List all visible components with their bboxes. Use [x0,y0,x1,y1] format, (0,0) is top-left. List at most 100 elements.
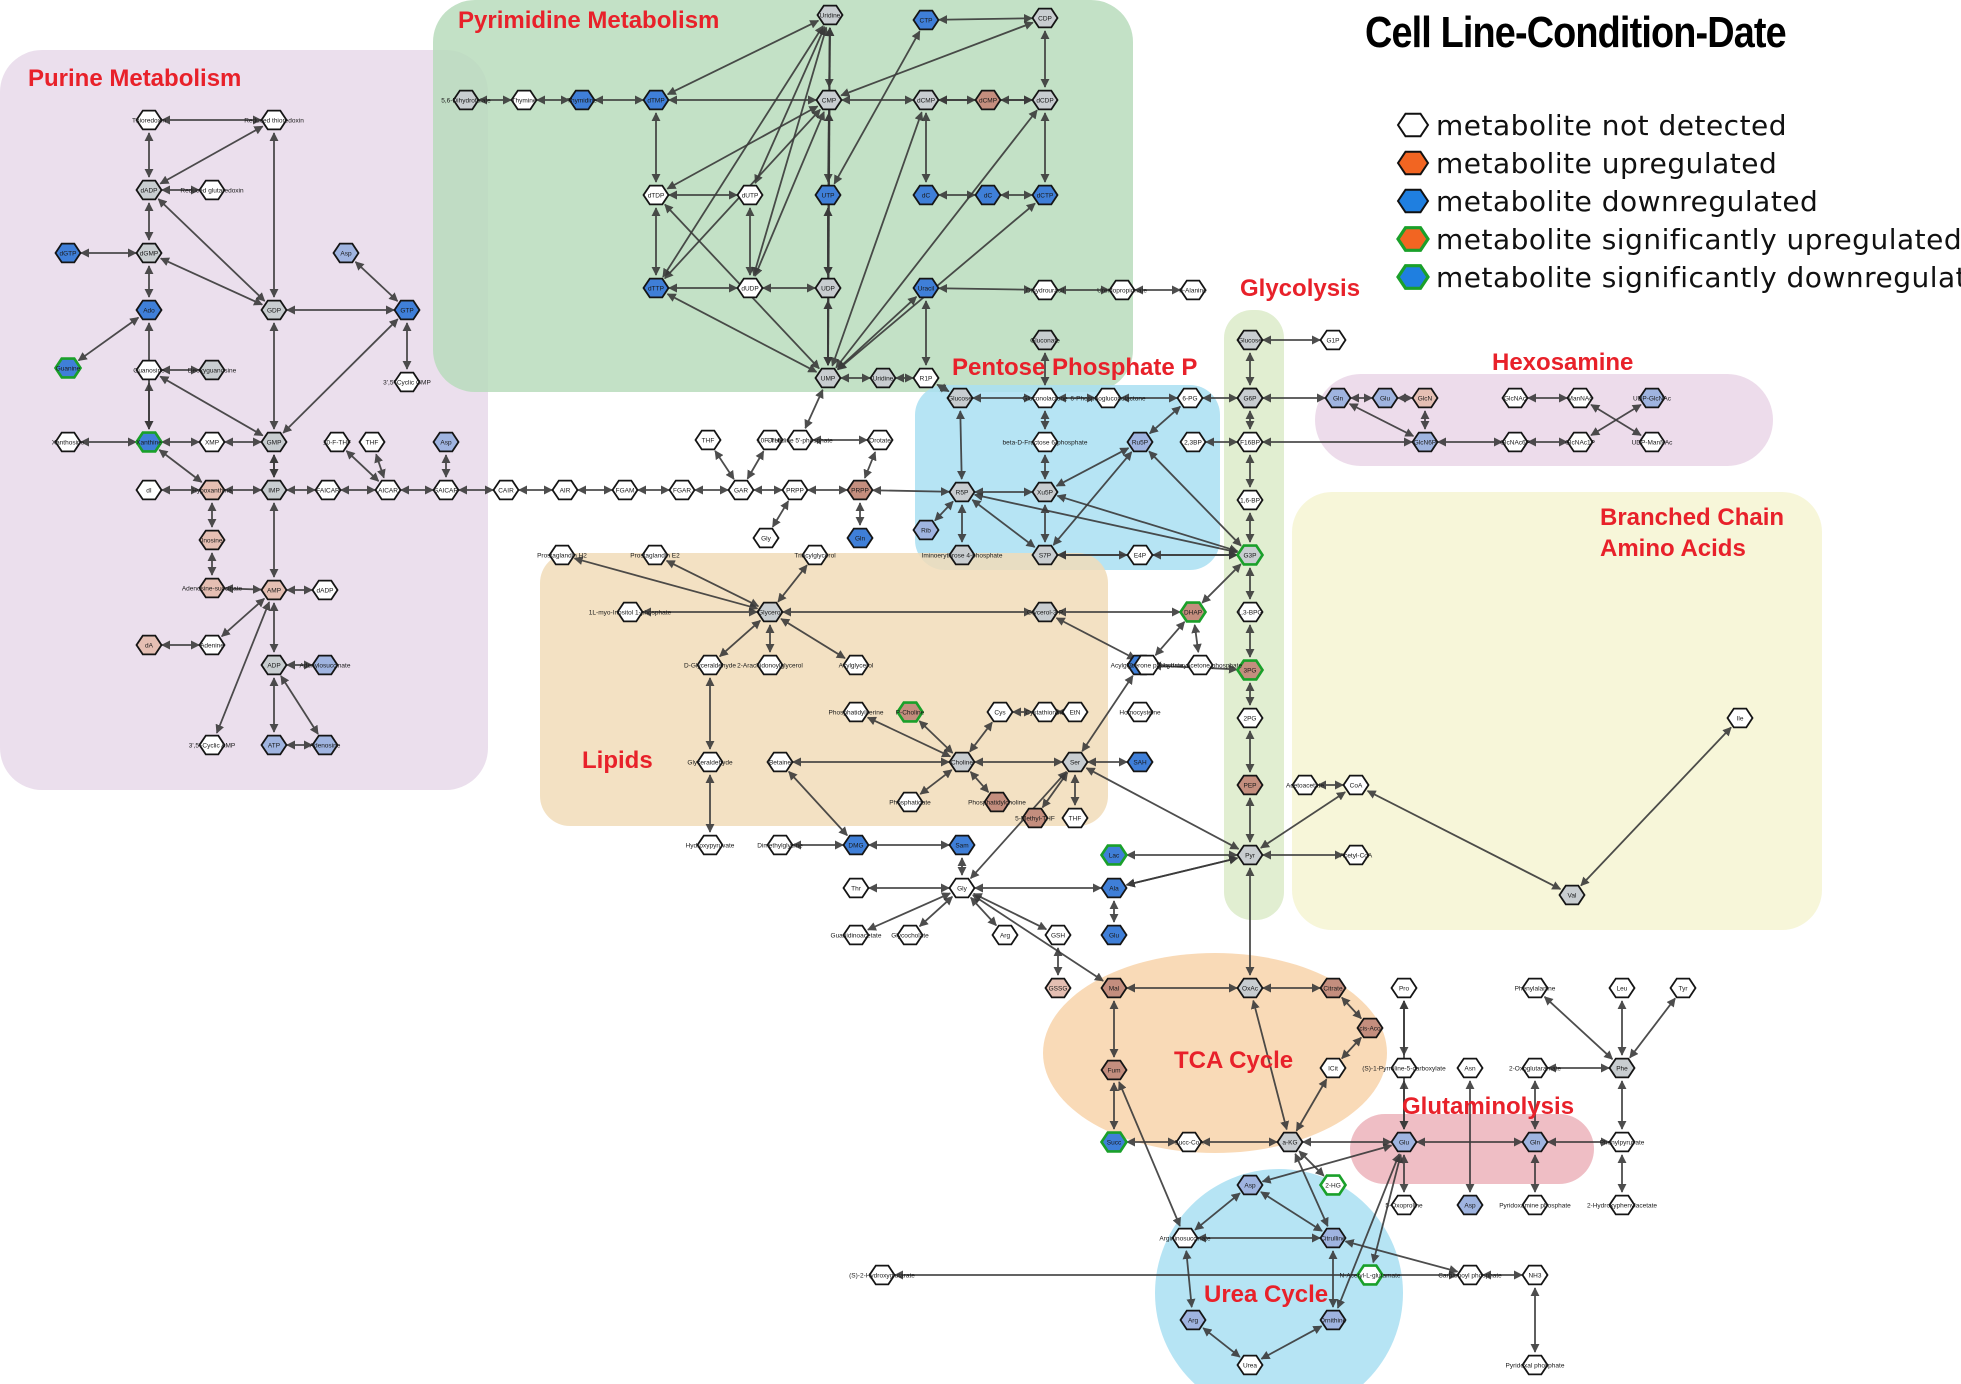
metabolite-hexagon[interactable] [1390,1131,1418,1153]
metabolite-hexagon[interactable] [642,277,670,299]
metabolite-hexagon[interactable] [1031,701,1059,723]
metabolite-node-asp_p[interactable]: Asp [332,242,360,264]
metabolite-hexagon[interactable] [260,431,288,453]
metabolite-node-ornithine[interactable]: Ornithine [1319,1309,1347,1331]
metabolite-node-thioredoxin[interactable]: Thioredoxin [132,109,166,131]
metabolite-hexagon[interactable] [1100,877,1128,899]
metabolite-hexagon[interactable] [510,89,538,111]
metabolite-hexagon[interactable] [694,429,722,451]
metabolite-node-atp[interactable]: ATP [260,734,288,756]
metabolite-hexagon[interactable] [1638,431,1666,453]
metabolite-node-red_thioredoxin[interactable]: Reduced thioredoxin [244,109,304,131]
metabolite-node-ureidopropionate[interactable]: Ureidopropionate [1097,279,1147,301]
metabolite-node-ado[interactable]: Ado [135,299,163,321]
metabolite-node-fgar[interactable]: FGAR [668,479,696,501]
metabolite-hexagon[interactable] [641,544,669,566]
metabolite-node-udpmannac[interactable]: UDP-ManNAc [1632,431,1674,453]
metabolite-hexagon[interactable] [548,544,576,566]
metabolite-node-gluconolactone[interactable]: Gluconolactone [1022,387,1068,409]
metabolite-node-thf2[interactable]: THF [694,429,722,451]
metabolite-hexagon[interactable] [432,479,460,501]
metabolite-hexagon[interactable] [1566,431,1594,453]
metabolite-node-gly[interactable]: Gly [948,877,976,899]
metabolite-node-glcnac[interactable]: GlcNAc [1501,387,1529,409]
metabolite-node-pchol[interactable]: P-Choline [896,701,925,723]
metabolite-hexagon[interactable] [912,184,940,206]
metabolite-hexagon[interactable] [432,431,460,453]
metabolite-hexagon[interactable] [1044,924,1072,946]
metabolite-hexagon[interactable] [568,89,596,111]
metabolite-node-dihydrofolate[interactable]: 5,6-Dihydrofolate [441,89,491,111]
metabolite-hexagon[interactable] [912,89,940,111]
metabolite-node-rib[interactable]: Rib [912,519,940,541]
metabolite-node-glcnac6p[interactable]: GlcNAc6P [1500,431,1530,453]
metabolite-node-ctp[interactable]: CTP [912,9,940,31]
metabolite-hexagon[interactable] [642,89,670,111]
metabolite-node-dtdp[interactable]: dTDP [642,184,670,206]
metabolite-node-inosine[interactable]: Inosine [198,529,226,551]
metabolite-hexagon[interactable] [1100,1059,1128,1081]
metabolite-hexagon[interactable] [393,299,421,321]
metabolite-node-uracil[interactable]: Uracil [912,277,940,299]
metabolite-hexagon[interactable] [135,359,163,381]
metabolite-node-air[interactable]: AIR [551,479,579,501]
metabolite-hexagon[interactable] [1342,844,1370,866]
metabolite-node-dudp[interactable]: dUDP [736,277,764,299]
metabolite-hexagon[interactable] [786,429,814,451]
metabolite-node-icit[interactable]: ICit [1319,1057,1347,1079]
metabolite-hexagon[interactable] [135,242,163,264]
metabolite-hexagon[interactable] [1236,601,1264,623]
metabolite-node-gar[interactable]: GAR [727,479,755,501]
metabolite-node-hydroxyphenyl[interactable]: 2-Hydroxyphenylacetate [1587,1194,1657,1216]
metabolite-hexagon[interactable] [135,179,163,201]
metabolite-node-asp_g[interactable]: Asp [1456,1194,1484,1216]
metabolite-hexagon[interactable] [1031,481,1059,503]
metabolite-hexagon[interactable] [314,479,342,501]
metabolite-hexagon[interactable] [948,751,976,773]
metabolite-hexagon[interactable] [311,734,339,756]
metabolite-hexagon[interactable] [846,479,874,501]
metabolite-hexagon[interactable] [1355,1264,1385,1286]
metabolite-hexagon[interactable] [781,479,809,501]
metabolite-hexagon[interactable] [198,634,226,656]
metabolite-hexagon[interactable] [323,431,351,453]
metabolite-hexagon[interactable] [1390,1194,1418,1216]
metabolite-node-s2[interactable]: (S)-2-Hydroxyglutarate [849,1264,915,1286]
metabolite-hexagon[interactable] [1100,977,1128,999]
metabolite-node-tyr[interactable]: Tyr [1669,977,1697,999]
metabolite-node-glc6p[interactable]: G6P [1236,387,1264,409]
metabolite-hexagon[interactable] [1236,387,1264,409]
metabolite-hexagon[interactable] [198,529,226,551]
metabolite-hexagon[interactable] [1608,1194,1636,1216]
metabolite-hexagon[interactable] [1608,1131,1636,1153]
metabolite-hexagon[interactable] [991,924,1019,946]
metabolite-node-ile[interactable]: Ile [1726,707,1754,729]
metabolite-node-leu[interactable]: Leu [1608,977,1636,999]
metabolite-node-sam[interactable]: Sam [948,834,976,856]
metabolite-node-creatine[interactable]: Guanidinoacetate [831,924,882,946]
metabolite-node-adenosine_s[interactable]: Adenosine-succinate [182,577,243,599]
metabolite-hexagon[interactable] [260,579,288,601]
metabolite-hexagon[interactable] [842,877,870,899]
metabolite-hexagon[interactable] [1291,774,1319,796]
metabolite-node-gssg[interactable]: GSSG [1044,977,1072,999]
metabolite-hexagon[interactable] [866,429,894,451]
metabolite-hexagon[interactable] [1236,329,1264,351]
metabolite-node-mannac[interactable]: ManNAc [1566,387,1594,409]
metabolite-node-dihydrouracil[interactable]: Dihydrouracil [1026,279,1065,301]
metabolite-hexagon[interactable] [1371,387,1399,409]
metabolite-node-fthf2[interactable]: 10F-THF [756,429,784,451]
metabolite-hexagon[interactable] [1031,279,1059,301]
metabolite-hexagon[interactable] [756,429,784,451]
metabolite-hexagon[interactable] [1236,844,1264,866]
metabolite-hexagon[interactable] [1236,1174,1264,1196]
metabolite-hexagon[interactable] [492,479,520,501]
metabolite-node-phenylpyruvate[interactable]: Phenylpyruvate [1600,1131,1645,1153]
metabolite-hexagon[interactable] [1171,1227,1199,1249]
metabolite-node-adp[interactable]: ADP [260,654,288,676]
metabolite-node-p5c[interactable]: (S)-1-Pyrroline-5-carboxylate [1362,1057,1446,1079]
metabolite-node-argsucc[interactable]: Argininosuccinate [1159,1227,1211,1249]
metabolite-node-sah[interactable]: SAH [1126,751,1154,773]
metabolite-node-2hg[interactable]: 2-HG [1318,1174,1348,1196]
metabolite-node-arachidonoyl[interactable]: 2-Arachidonoylglycerol [737,654,803,676]
